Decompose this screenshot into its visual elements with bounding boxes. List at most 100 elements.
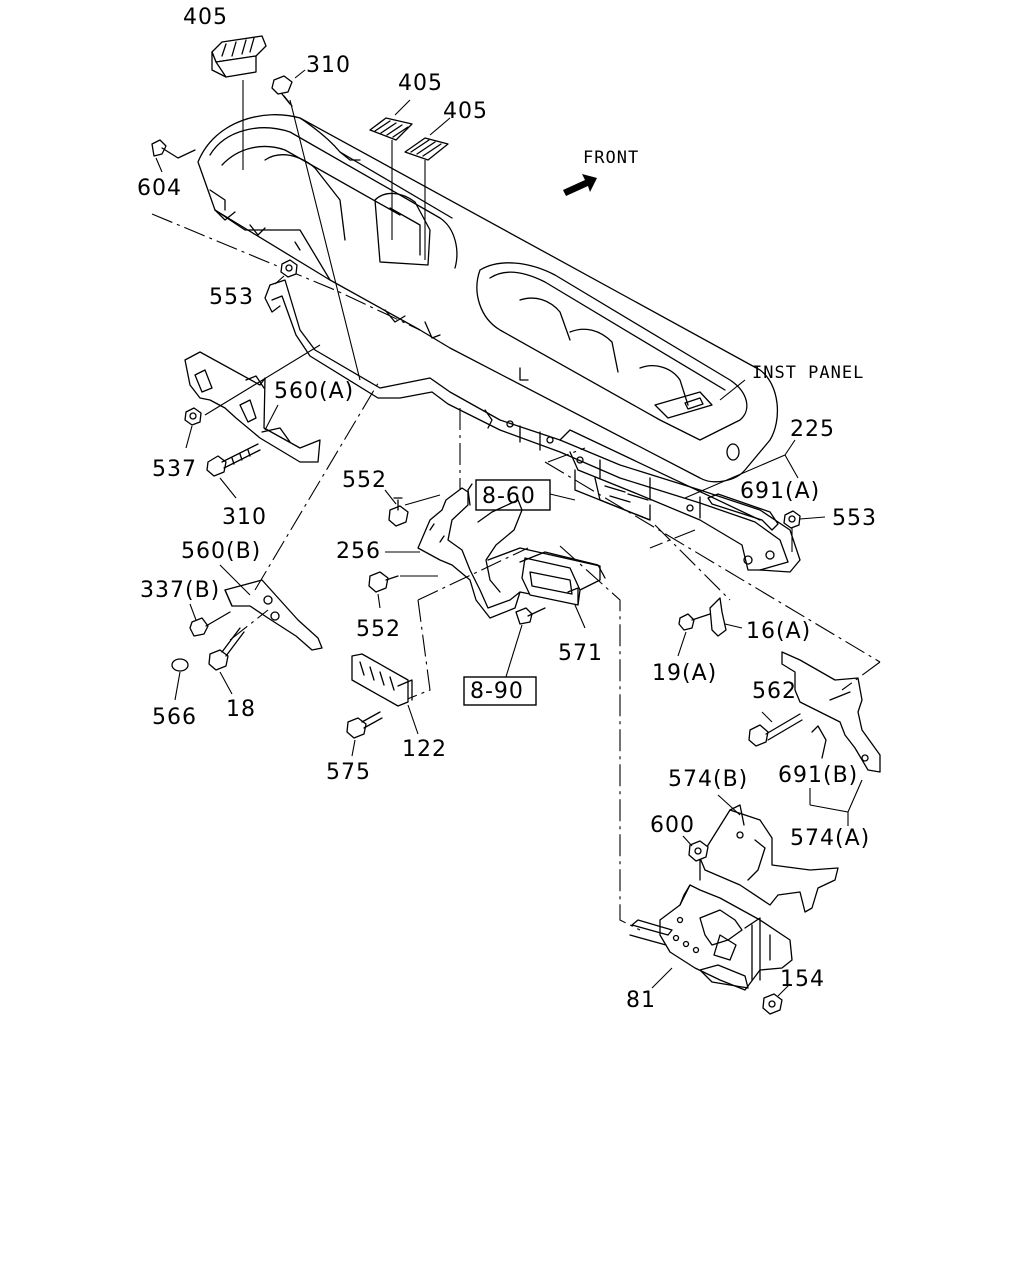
label-405-center-a: 405 [398, 71, 443, 96]
label-691b: 691(B) [778, 763, 858, 788]
leader-566 [174, 671, 181, 701]
leader-537 [185, 425, 193, 449]
label-553-upper: 553 [209, 285, 254, 310]
label-16a: 16(A) [746, 619, 811, 644]
label-337b: 337(B) [140, 578, 220, 603]
nut-553-right [783, 510, 801, 529]
leader-405-c-label [429, 117, 451, 136]
nut-154 [762, 993, 783, 1015]
bolt-562 [748, 713, 803, 747]
label-553-right: 553 [832, 506, 877, 531]
label-19a: 19(A) [652, 661, 717, 686]
label-566: 566 [152, 705, 197, 730]
leader-310-top-label [294, 69, 306, 79]
label-560b: 560(B) [181, 539, 261, 564]
bracket-574a [781, 651, 881, 773]
label-310-lower: 310 [222, 505, 267, 530]
leader-81 [651, 967, 673, 989]
tray-81 [629, 884, 793, 991]
bolt-552-upper [388, 497, 409, 527]
label-574a: 574(A) [790, 826, 870, 851]
leader-310-lower [219, 477, 237, 499]
dashed-leaders [151, 213, 881, 931]
panel-225 [707, 493, 779, 531]
label-604: 604 [137, 176, 182, 201]
label-122: 122 [402, 737, 447, 762]
label-310-top: 310 [306, 53, 351, 78]
label-81: 81 [626, 988, 656, 1013]
leader-122 [407, 704, 419, 735]
leader-575 [351, 739, 356, 757]
screw-575 [346, 711, 383, 739]
clip-337b [189, 611, 231, 637]
leader-553-right [799, 516, 826, 520]
leader-225 [784, 439, 796, 456]
bracket-560b [224, 579, 323, 651]
bracket-16a [709, 597, 727, 637]
label-552-upper: 552 [342, 468, 387, 493]
screw-8-90 [515, 607, 546, 625]
label-552-lower: 552 [356, 617, 401, 642]
nut-537 [184, 407, 202, 426]
label-600: 600 [650, 813, 695, 838]
leader-310-top [289, 99, 361, 381]
leader-560b [219, 564, 251, 596]
label-560a: 560(A) [274, 379, 354, 404]
label-575: 575 [326, 760, 371, 785]
leader-604 [155, 157, 163, 173]
bracket-560a [184, 351, 321, 463]
leader-405-b-label [394, 99, 411, 116]
leader-337b [189, 603, 197, 621]
label-8-60: 8-60 [482, 484, 536, 509]
leader-574b [717, 794, 741, 816]
grommet-566 [171, 658, 189, 672]
instrument-panel [197, 114, 779, 483]
label-18: 18 [226, 697, 256, 722]
bolt-552-lower [368, 571, 399, 593]
vent-405-left [211, 35, 267, 78]
box-571 [519, 551, 606, 606]
bracket-574b [699, 804, 839, 913]
leader-18 [219, 671, 233, 695]
bolt-310-lower [206, 443, 261, 477]
label-405-center-b: 405 [443, 99, 488, 124]
cross-member [264, 279, 801, 573]
part-labels: 405 310 405 405 FRONT 604 553 INST PANEL… [137, 5, 877, 1013]
leader-16a [724, 623, 743, 629]
label-405-left: 405 [183, 5, 228, 30]
leader-562 [761, 711, 773, 723]
switch-panel-122 [351, 653, 413, 707]
bolt-310-top [271, 75, 293, 107]
leader-552-lower [377, 593, 381, 609]
clip-604 [151, 139, 196, 159]
strip-691b [811, 725, 827, 759]
label-691a: 691(A) [740, 479, 820, 504]
label-537: 537 [152, 457, 197, 482]
leader-553-upper [274, 275, 285, 285]
screw-19a [678, 613, 711, 631]
label-256: 256 [336, 539, 381, 564]
vent-405-center-a [369, 117, 413, 141]
leader-225-c [784, 454, 799, 479]
bolt-18 [208, 627, 245, 671]
leader-19a [677, 631, 687, 657]
label-8-90: 8-90 [470, 679, 524, 704]
ref-box-8-60 [475, 479, 551, 511]
nut-600 [688, 840, 709, 862]
leader-8-60 [549, 493, 576, 501]
ref-box-8-90 [463, 676, 537, 706]
label-154: 154 [780, 967, 825, 992]
leader-600 [682, 835, 693, 847]
leader-8-90 [504, 624, 523, 681]
leader-560a-dash [204, 344, 321, 416]
label-571: 571 [558, 641, 603, 666]
leader-571 [574, 604, 586, 629]
label-225: 225 [790, 417, 835, 442]
label-inst-panel: INST PANEL [752, 363, 864, 383]
nut-553-upper [280, 259, 298, 278]
leader-560a [264, 404, 279, 431]
label-574b: 574(B) [668, 767, 748, 792]
label-562: 562 [752, 679, 797, 704]
leader-154 [777, 983, 791, 997]
